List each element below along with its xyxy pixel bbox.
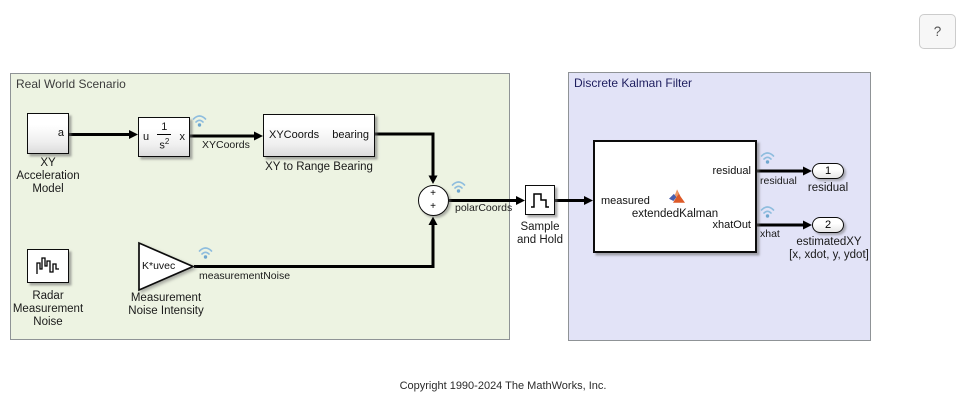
outport-estimatedxy-number: 2 (824, 219, 832, 231)
wire-xhat[interactable] (757, 220, 812, 230)
sum-sign-top: + (430, 187, 436, 199)
block-xy-to-range-bearing[interactable]: XYCoords bearing (263, 114, 375, 157)
signal-label-residual[interactable]: residual (760, 175, 797, 187)
caption-measurement-noise-intensity: Measurement Noise Intensity (128, 292, 204, 317)
block-sum[interactable]: + + (417, 184, 449, 216)
outport-residual-number: 1 (824, 165, 832, 177)
wire-polarcoords[interactable] (449, 196, 525, 205)
caption-sample-and-hold: Sample and Hold (516, 221, 564, 246)
wire-sample-to-ekf[interactable] (555, 196, 593, 205)
block-sample-and-hold[interactable] (525, 185, 555, 215)
copyright-text: Copyright 1990-2024 The MathWorks, Inc. (399, 380, 607, 392)
port-label-a: a (57, 127, 64, 139)
area-title-kalman: Discrete Kalman Filter (574, 76, 693, 90)
noise-waveform-icon (36, 257, 59, 274)
wire-accel-to-integrator[interactable] (69, 130, 138, 139)
matlab-logo-icon (669, 189, 685, 203)
caption-xy-acceleration-model: XY Acceleration Model (16, 157, 80, 195)
wire-residual[interactable] (757, 166, 812, 176)
streaming-icon-polarcoords[interactable] (450, 179, 467, 196)
block-double-integrator[interactable]: u 1 s2 x (138, 117, 190, 157)
help-button[interactable]: ? (919, 14, 956, 49)
sum-sign-bottom: + (430, 200, 436, 212)
caption-radar-measurement-noise: Radar Measurement Noise (12, 290, 84, 328)
block-xy-acceleration-model[interactable]: a (27, 113, 69, 154)
port-label-bearing: bearing (332, 129, 369, 141)
streaming-icon-measurementnoise[interactable] (197, 245, 214, 262)
block-measurement-noise-intensity[interactable]: K*uvec (137, 241, 197, 293)
signal-label-polarcoords[interactable]: polarCoords (455, 202, 513, 214)
port-label-measured: measured (601, 195, 650, 207)
caption-outport-residual: residual (807, 182, 849, 194)
signal-label-xycoords[interactable]: XYCoords (202, 139, 250, 151)
streaming-icon-residual[interactable] (759, 150, 776, 167)
area-title-real-world: Real World Scenario (16, 77, 126, 91)
caption-outport-estimatedxy: estimatedXY [x, xdot, y, ydot] (789, 236, 869, 261)
wire-noise-to-sum[interactable] (194, 216, 438, 268)
sample-hold-icon (531, 193, 549, 208)
port-label-xycoords: XYCoords (269, 129, 320, 141)
wire-bearing-to-sum[interactable] (375, 132, 438, 184)
gain-expression: K*uvec (142, 260, 176, 272)
streaming-icon-xhat[interactable] (759, 204, 776, 221)
port-label-u: u (143, 131, 150, 143)
outport-estimatedxy[interactable]: 2 (812, 217, 844, 233)
outport-residual[interactable]: 1 (812, 163, 844, 179)
port-label-xhatout: xhatOut (712, 219, 751, 231)
block-radar-measurement-noise[interactable] (27, 249, 69, 283)
signal-label-measurementnoise[interactable]: measurementNoise (199, 270, 291, 282)
caption-xy-to-range-bearing: XY to Range Bearing (265, 161, 373, 173)
block-extended-kalman[interactable]: measured residual xhatOut extendedKalman (593, 140, 757, 253)
port-label-x: x (179, 131, 186, 143)
streaming-icon-xycoords[interactable] (191, 113, 208, 130)
port-label-residual: residual (712, 165, 751, 177)
caption-extended-kalman: extendedKalman (631, 208, 719, 220)
integrator-fraction: 1 s2 (157, 122, 172, 152)
wire-xycoords[interactable] (190, 131, 263, 141)
gain-triangle-icon (138, 241, 196, 292)
signal-label-xhat[interactable]: xhat (760, 228, 780, 240)
